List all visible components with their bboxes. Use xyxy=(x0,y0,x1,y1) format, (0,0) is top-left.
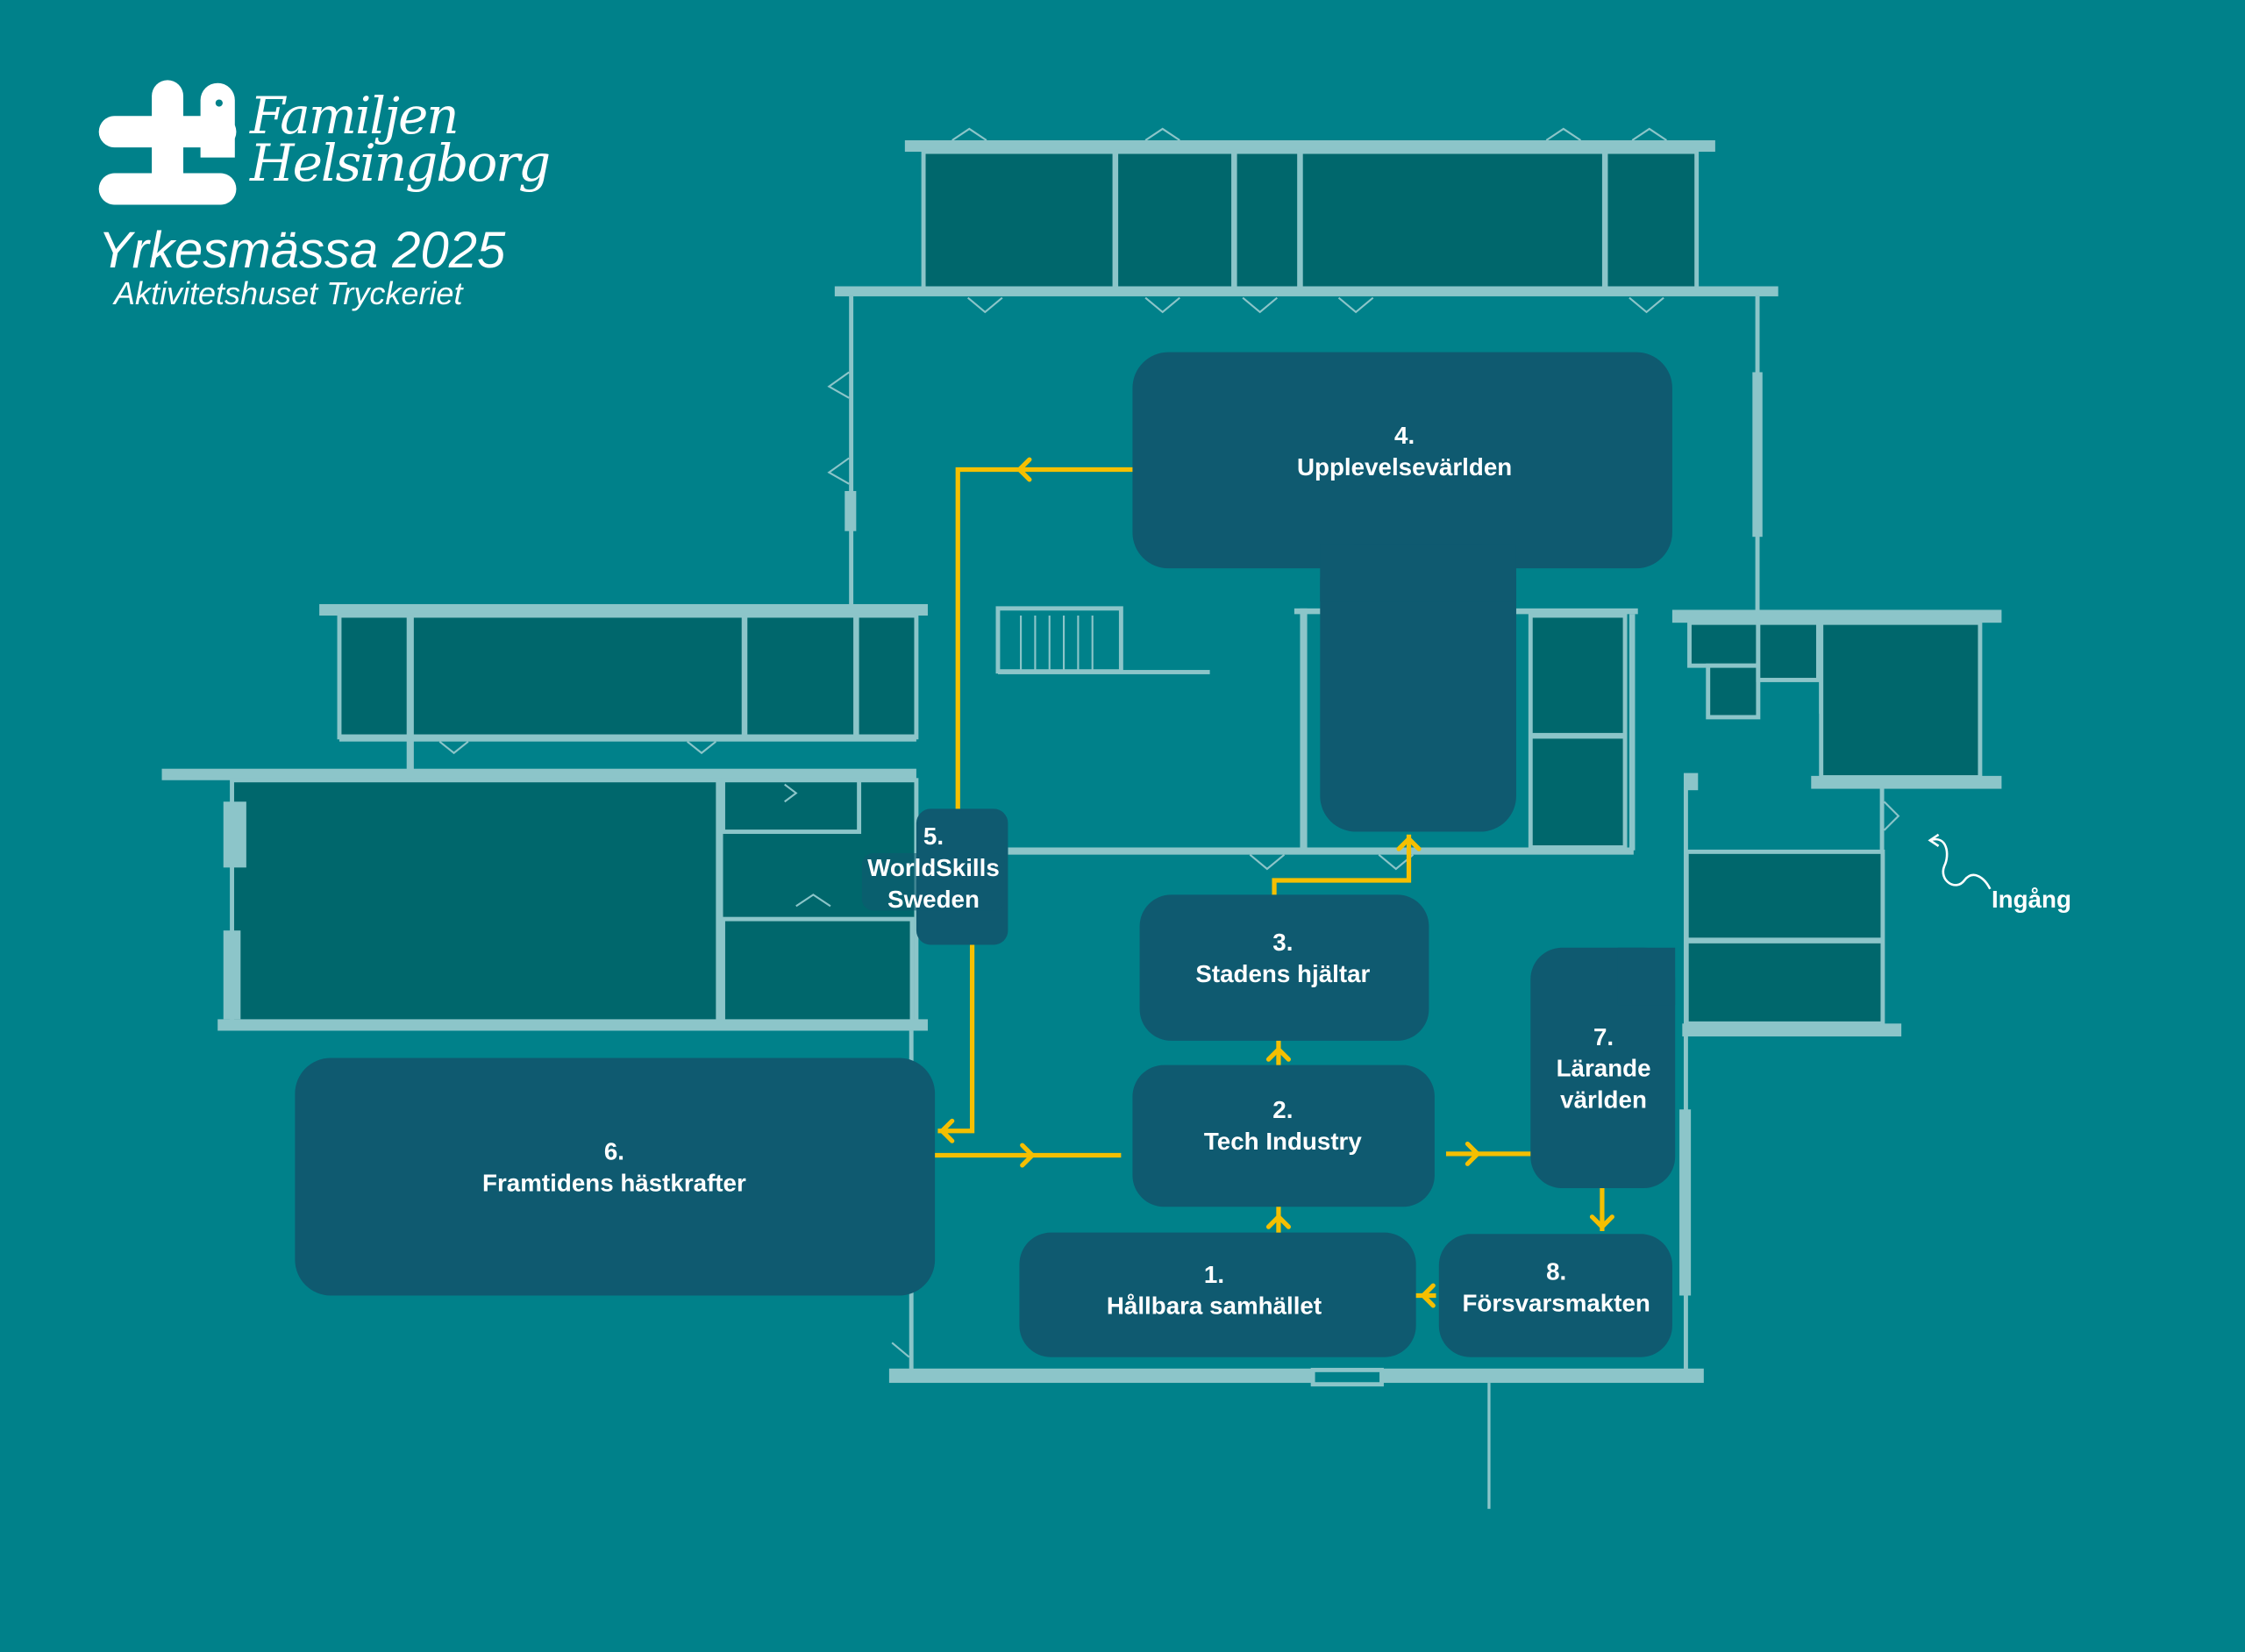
zone-number: 7. xyxy=(1593,1023,1614,1050)
visitor-route xyxy=(935,457,1614,1308)
zone-name-line2: världen xyxy=(1560,1086,1647,1114)
zone-number: 3. xyxy=(1272,929,1293,956)
zone-7-larande-varlden[interactable]: 7. Lärande världen xyxy=(1530,947,1676,1189)
zone-number: 4. xyxy=(1394,422,1415,449)
entrance-arrow-icon xyxy=(1929,837,1992,890)
zone-4-upplevelsevarlden[interactable]: 4. Upplevelsevärlden xyxy=(1132,352,1672,832)
zone-name-line2: Sweden xyxy=(887,886,980,913)
zone-number: 1. xyxy=(1204,1261,1224,1288)
zone-name: Hållbara samhället xyxy=(1107,1292,1322,1320)
zone-number: 6. xyxy=(604,1137,624,1164)
event-title: Yrkesmässa 2025 xyxy=(98,222,506,279)
zone-name: Försvarsmakten xyxy=(1462,1289,1650,1316)
zone-name: Stadens hjältar xyxy=(1195,960,1370,987)
entrance-label: Ingång xyxy=(1992,886,2071,913)
zone-name: Upplevelsevärlden xyxy=(1297,453,1512,481)
zone-name-line1: Lärande xyxy=(1557,1055,1651,1082)
brand-wordmark: Familjen Helsingborg xyxy=(250,86,551,193)
brand-line1: Familjen xyxy=(250,86,460,146)
entrance-marker: Ingång xyxy=(1928,833,2071,913)
brand-line2: Helsingborg xyxy=(250,133,551,193)
zone-number: 8. xyxy=(1546,1258,1566,1285)
zone-number: 2. xyxy=(1272,1096,1293,1123)
zone-2-tech-industry[interactable]: 2. Tech Industry xyxy=(1132,1065,1435,1207)
event-venue: Aktivitetshuset Tryckeriet xyxy=(114,275,463,311)
zone-name: Framtidens hästkrafter xyxy=(482,1169,746,1196)
zone-8-forsvarsmakten[interactable]: 8. Försvarsmakten xyxy=(1438,1234,1672,1357)
familjen-helsingborg-logo-icon xyxy=(98,80,237,205)
zone-3-stadens-hjaltar[interactable]: 3. Stadens hjältar xyxy=(1139,894,1429,1041)
zone-name: Tech Industry xyxy=(1204,1128,1362,1155)
zone-name-line1: WorldSkills xyxy=(867,854,1000,881)
zone-6-framtidens-hastkrafter[interactable]: 6. Framtidens hästkrafter xyxy=(295,1057,936,1296)
zone-1-hallbara-samhallet[interactable]: 1. Hållbara samhället xyxy=(1019,1232,1416,1357)
zone-number: 5. xyxy=(923,822,944,850)
zone-5-worldskills-sweden[interactable]: 5. WorldSkills Sweden xyxy=(861,808,1008,945)
